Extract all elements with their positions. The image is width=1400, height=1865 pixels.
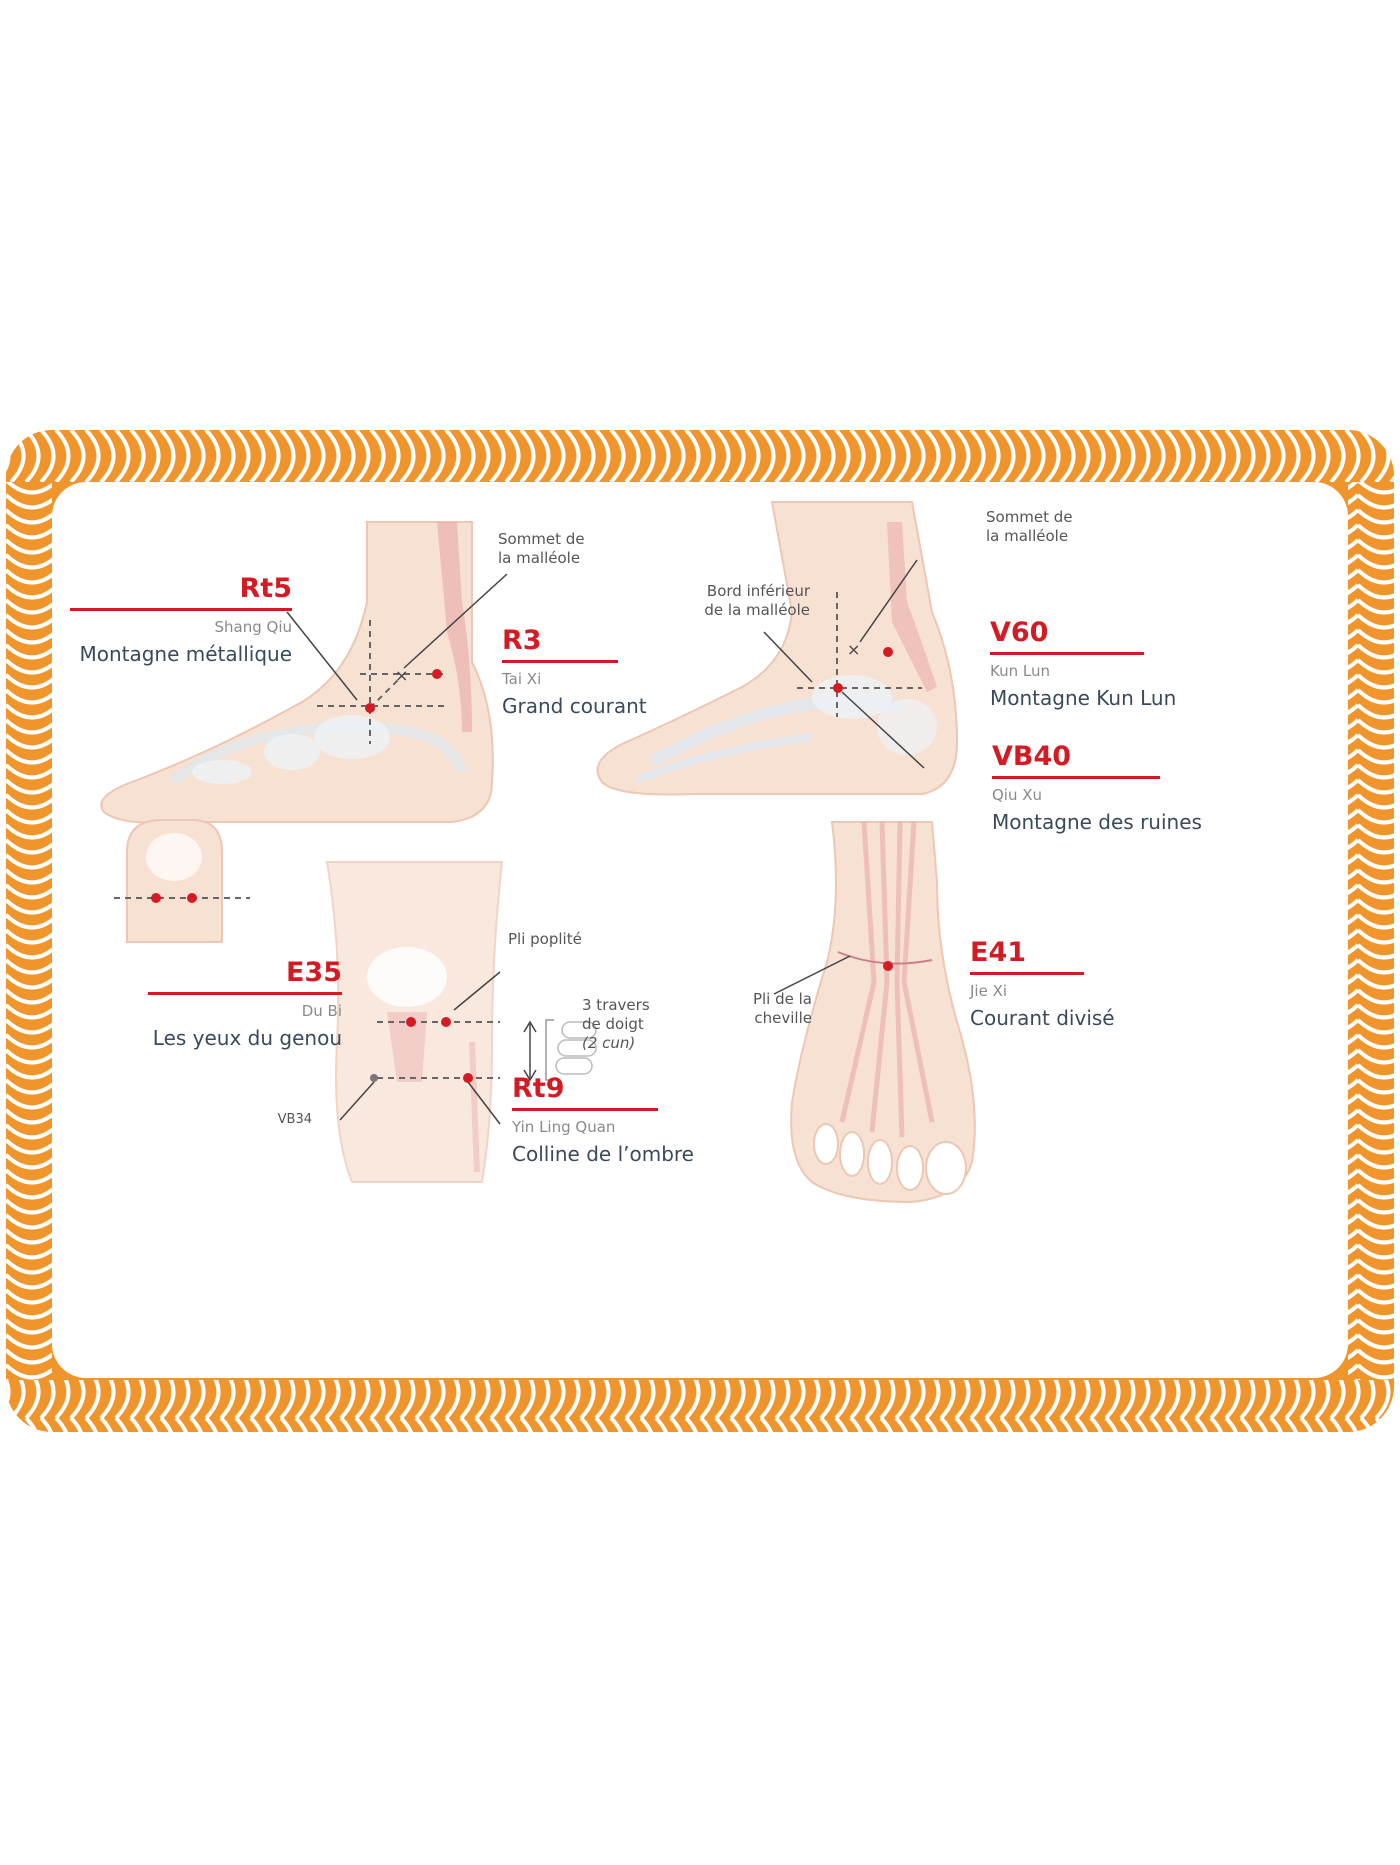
note-bord-inferieur: Bord inférieur de la malléole xyxy=(704,582,810,619)
point-vb40-pinyin: Qiu Xu xyxy=(992,786,1043,804)
point-e35-rule xyxy=(148,992,342,995)
point-e35-detail-marker xyxy=(187,893,197,903)
point-r3-pinyin: Tai Xi xyxy=(502,670,542,688)
cross-mark: × xyxy=(847,640,860,659)
lateral-foot-illustration xyxy=(596,501,959,796)
note-pli-poplite: Pli poplité xyxy=(508,930,582,948)
leader-line xyxy=(467,1081,501,1125)
point-r3-marker xyxy=(432,669,442,679)
leader-line xyxy=(339,1081,375,1121)
note-pli-cheville: Pli de la cheville xyxy=(752,990,812,1027)
point-rt9-rule xyxy=(512,1108,658,1111)
leader-line xyxy=(403,573,508,669)
medial-foot-illustration xyxy=(100,521,494,825)
leader-line xyxy=(453,971,501,1011)
note-sommet-malleole-1: Sommet de la malléole xyxy=(498,530,585,567)
point-rt9-translation: Colline de l’ombre xyxy=(512,1142,694,1166)
point-e41-pinyin: Jie Xi xyxy=(970,982,1008,1000)
point-r3-code: R3 xyxy=(502,625,542,656)
point-rt5-code: Rt5 xyxy=(239,573,292,604)
finger-bracket xyxy=(545,1019,554,1081)
anatomy-illustrations: × × xyxy=(100,501,976,1204)
point-vb34-marker xyxy=(370,1074,378,1082)
point-rt5-translation: Montagne métallique xyxy=(79,642,292,666)
point-v60-translation: Montagne Kun Lun xyxy=(990,686,1177,710)
note-sommet-malleole-2: Sommet de la malléole xyxy=(986,508,1073,545)
point-rt5-rule xyxy=(70,608,292,611)
point-e35-translation: Les yeux du genou xyxy=(152,1026,342,1050)
point-rt9-pinyin: Yin Ling Quan xyxy=(512,1118,616,1136)
cross-mark: × xyxy=(395,666,408,685)
note-vb34: VB34 xyxy=(277,1112,312,1127)
point-v60-code: V60 xyxy=(990,617,1049,648)
guide-line xyxy=(369,675,403,709)
knee-cap-detail xyxy=(126,819,223,943)
point-e41-translation: Courant divisé xyxy=(970,1006,1115,1030)
point-e41-marker xyxy=(883,961,893,971)
point-e35-code: E35 xyxy=(285,957,342,988)
leader-line xyxy=(859,559,918,643)
point-e41-rule xyxy=(970,972,1084,975)
point-rt9-marker xyxy=(463,1073,473,1083)
point-e35-pinyin: Du Bi xyxy=(301,1002,342,1020)
dorsal-foot-illustration xyxy=(790,821,976,1204)
point-e35-marker xyxy=(441,1017,451,1027)
point-rt9-code: Rt9 xyxy=(512,1073,565,1104)
orange-rope-frame: × × xyxy=(6,430,1394,1432)
point-v60-pinyin: Kun Lun xyxy=(990,662,1050,680)
point-r3-rule xyxy=(502,660,618,663)
point-vb40-code: VB40 xyxy=(992,741,1072,772)
point-e41-code: E41 xyxy=(970,937,1027,968)
point-rt5-pinyin: Shang Qiu xyxy=(214,618,293,636)
point-v60-rule xyxy=(990,652,1144,655)
leader-line xyxy=(763,631,813,683)
note-trois-travers: 3 travers de doigt (2 cun) xyxy=(582,996,650,1052)
ankle-crease xyxy=(837,951,933,965)
point-v60-marker xyxy=(883,647,893,657)
point-r3-translation: Grand courant xyxy=(502,694,647,718)
point-e35-detail-marker xyxy=(151,893,161,903)
diagram-panel: × × xyxy=(52,482,1348,1378)
leader-line xyxy=(773,955,851,995)
point-vb40-rule xyxy=(992,776,1160,779)
leader-line xyxy=(841,691,925,769)
point-vb40-marker xyxy=(833,683,843,693)
finger-width-illustration xyxy=(555,1021,597,1075)
leader-line xyxy=(286,611,358,701)
point-e35-marker xyxy=(406,1017,416,1027)
point-rt5-marker xyxy=(365,703,375,713)
point-vb40-translation: Montagne des ruines xyxy=(992,810,1202,834)
